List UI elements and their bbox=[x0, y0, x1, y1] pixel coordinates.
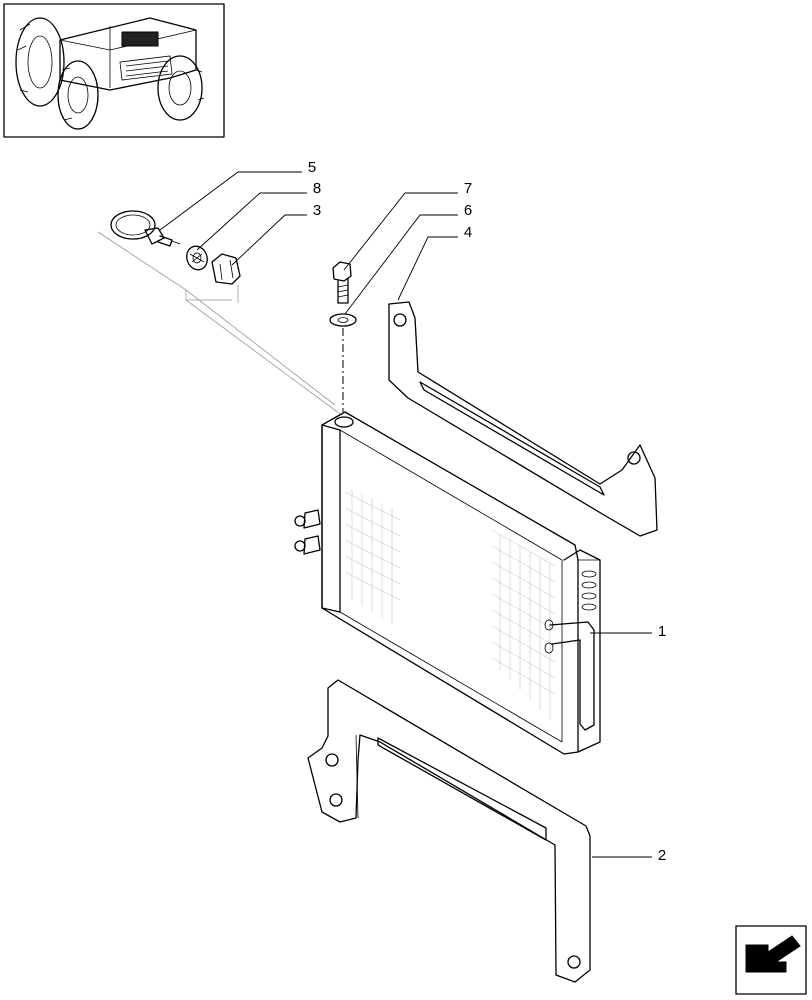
callout-label-2: 2 bbox=[658, 847, 666, 864]
leader-lines bbox=[159, 171, 652, 858]
upper-bracket-part-4 bbox=[388, 301, 658, 537]
callout-label-4: 4 bbox=[464, 224, 472, 241]
condenser-core-mesh bbox=[344, 490, 556, 720]
bolt-part-7 bbox=[332, 261, 352, 304]
washer-part-8 bbox=[186, 245, 208, 271]
location-guide-lines bbox=[97, 231, 341, 415]
condenser-part-1 bbox=[294, 411, 601, 755]
washer-part-6 bbox=[329, 313, 357, 327]
callout-labels: 5 8 3 7 6 4 1 2 bbox=[308, 159, 666, 864]
tractor-thumbnail-icon bbox=[3, 3, 225, 138]
clip-part-3 bbox=[211, 253, 241, 285]
callout-label-6: 6 bbox=[464, 202, 472, 219]
callout-label-3: 3 bbox=[313, 202, 321, 219]
callout-label-8: 8 bbox=[313, 180, 321, 197]
next-page-arrow-icon[interactable] bbox=[735, 925, 807, 995]
callout-label-5: 5 bbox=[308, 159, 316, 176]
lower-bracket-part-2 bbox=[307, 679, 591, 983]
callout-label-1: 1 bbox=[658, 623, 666, 640]
ring-pin-part-5 bbox=[110, 210, 181, 247]
callout-label-7: 7 bbox=[464, 180, 472, 197]
